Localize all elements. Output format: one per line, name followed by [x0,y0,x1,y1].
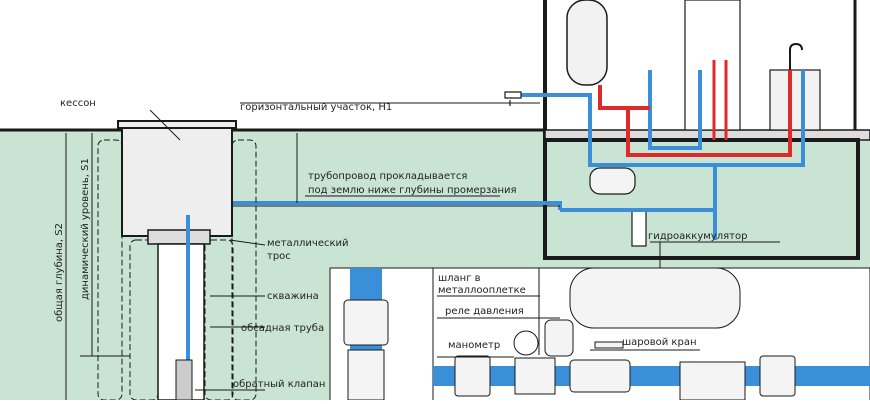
pressure-switch-icon [544,319,574,357]
sink [769,69,821,131]
ball-valve-icon [569,359,631,393]
label-pipeline-2: под землю ниже глубины промерзания [308,185,517,196]
label-steel-cable-2: трос [267,251,291,262]
manometer-icon [513,330,539,356]
submersible-pump [175,359,193,401]
label-caisson: кессон [60,98,96,109]
pump-station-detail [432,267,870,404]
dimension-lines [65,102,780,400]
label-pipeline-1: трубопровод прокладывается [308,171,467,182]
label-braided-hose-1: шланг в [438,273,481,284]
water-heater [566,0,608,86]
wellhead [147,229,211,245]
house [543,0,870,260]
label-accumulator: гидроаккумулятор [648,231,747,242]
label-pressure-switch: реле давления [445,306,524,317]
filter-icon [679,361,746,401]
outdoor-tap-icon [504,91,522,106]
label-well: скважина [267,291,319,302]
label-check-valve: обратный клапан [233,379,325,390]
pump-station [560,167,715,247]
label-dynamic-level: динамический уровень, S1 [80,158,91,300]
label-horizontal-section: горизонтальный участок, H1 [240,102,392,113]
label-casing-pipe: обсадная труба [241,323,324,334]
label-ball-valve: шаровой кран [622,337,697,348]
label-total-depth: общая глубина, S2 [54,223,65,322]
label-braided-hose-2: металлооплетке [438,285,526,296]
faucet-icon [789,42,803,70]
label-steel-cable-1: металлический [267,238,349,249]
label-manometer: манометр [448,340,500,351]
caisson [121,127,233,237]
basement [543,138,860,260]
pipes-house [520,60,805,240]
accumulator-tank [569,267,741,329]
